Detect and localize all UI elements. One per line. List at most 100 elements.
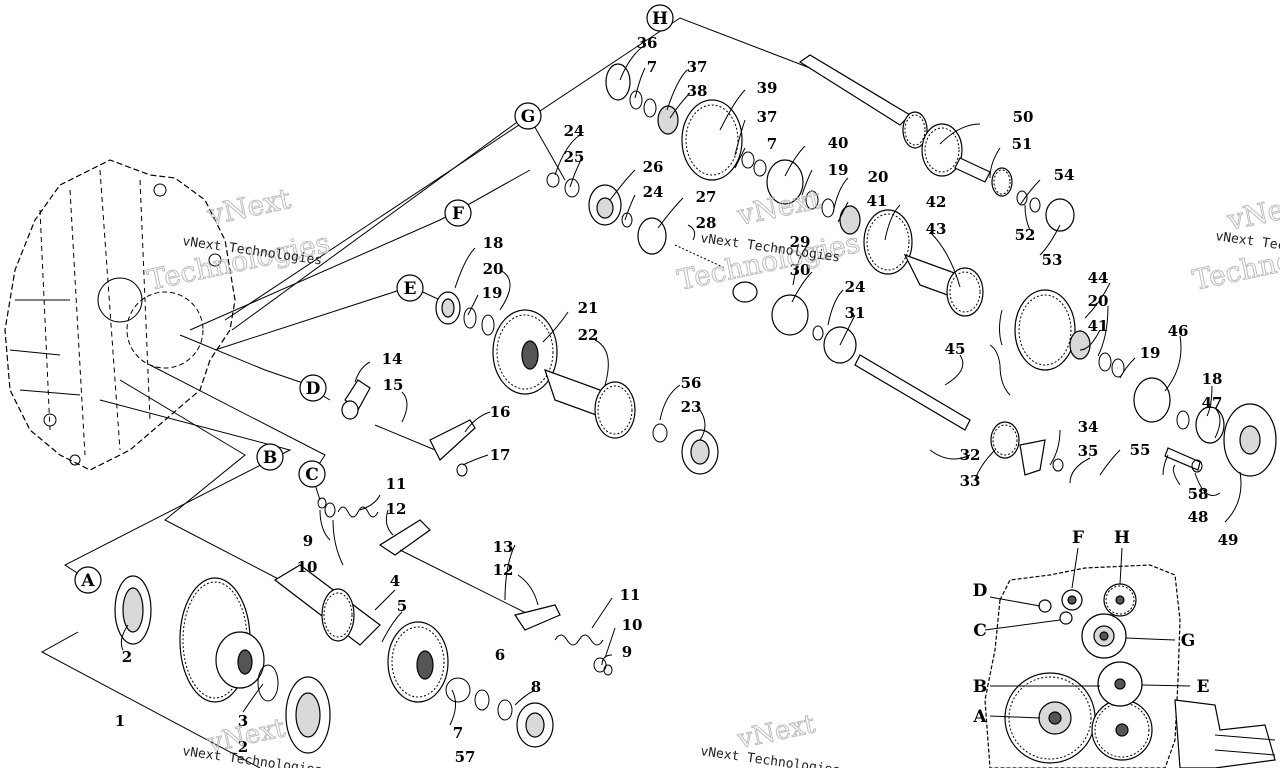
- part-number-13: 13: [493, 538, 514, 556]
- part-number-43: 43: [926, 220, 947, 238]
- part-number-25: 25: [564, 148, 585, 166]
- inset-letter-g: G: [1181, 631, 1196, 651]
- part-number-52: 52: [1015, 226, 1036, 244]
- part-number-51: 51: [1012, 135, 1033, 153]
- shaft-h-assembly: [798, 54, 1075, 232]
- shaft-letter-e: E: [396, 274, 424, 302]
- part-number-19: 19: [828, 161, 849, 179]
- shaft-letter-d: D: [299, 374, 327, 402]
- shaft-e-assembly: [435, 291, 719, 475]
- shaft-letter-h: H: [646, 4, 674, 32]
- svg-text:E: E: [404, 279, 417, 299]
- shaft-b-assembly: [273, 564, 554, 748]
- inset-letter-a: A: [972, 707, 987, 727]
- part-number-7: 7: [647, 58, 657, 76]
- part-number-9: 9: [303, 532, 313, 550]
- part-number-47: 47: [1202, 394, 1223, 412]
- part-number-56: 56: [681, 374, 702, 392]
- part-number-33: 33: [960, 472, 981, 490]
- part-number-54: 54: [1054, 166, 1075, 184]
- part-number-26: 26: [643, 158, 664, 176]
- inset-housing-view: [984, 547, 1276, 768]
- part-number-31: 31: [845, 304, 866, 322]
- shaft-letter-b: B: [256, 443, 284, 471]
- shaft-a-assembly: [114, 575, 331, 754]
- part-number-57: 57: [455, 748, 476, 766]
- part-number-28: 28: [696, 214, 717, 232]
- part-number-6: 6: [495, 646, 505, 664]
- shaft-letter-g: G: [514, 102, 542, 130]
- inset-letter-f: F: [1072, 528, 1084, 548]
- part-number-55: 55: [1130, 441, 1151, 459]
- part-number-2: 2: [122, 648, 132, 666]
- part-number-34: 34: [1078, 418, 1099, 436]
- part-number-19: 19: [482, 284, 503, 302]
- watermark-brand: vNext: [1224, 187, 1280, 237]
- part-number-38: 38: [687, 82, 708, 100]
- part-number-39: 39: [757, 79, 778, 97]
- part-number-24: 24: [564, 122, 585, 140]
- part-number-4: 4: [390, 572, 400, 590]
- part-number-9: 9: [622, 643, 632, 661]
- part-number-36: 36: [637, 34, 658, 52]
- part-number-leaders: [120, 44, 1242, 726]
- part-number-3: 3: [238, 712, 248, 730]
- svg-text:F: F: [452, 204, 464, 224]
- part-number-2: 2: [238, 738, 248, 756]
- part-number-37: 37: [687, 58, 708, 76]
- part-number-7: 7: [453, 724, 463, 742]
- inset-letter-b: B: [973, 677, 987, 697]
- part-number-42: 42: [926, 193, 947, 211]
- part-number-37: 37: [757, 108, 778, 126]
- part-number-5: 5: [397, 597, 407, 615]
- inset-letter-e: E: [1197, 677, 1210, 697]
- shaft-f-assembly: [546, 172, 1064, 476]
- part-number-20: 20: [1088, 292, 1109, 310]
- inset-letters: F H D C G B E A: [972, 528, 1209, 727]
- part-number-29: 29: [790, 233, 811, 251]
- part-number-17: 17: [490, 446, 511, 464]
- part-number-12: 12: [386, 500, 407, 518]
- part-number-11: 11: [620, 586, 641, 604]
- inset-letter-c: C: [973, 621, 987, 641]
- part-number-15: 15: [383, 376, 404, 394]
- part-number-45: 45: [945, 340, 966, 358]
- part-number-20: 20: [868, 168, 889, 186]
- part-number-50: 50: [1013, 108, 1034, 126]
- watermark-brand: vNext: [734, 182, 825, 232]
- shaft-letter-f: F: [444, 199, 472, 227]
- svg-text:G: G: [521, 107, 536, 127]
- part-number-32: 32: [960, 446, 981, 464]
- part-number-labels: 1 2 2 3 4 5 6 7 8 57 9 10 11 12 13 12 11…: [115, 34, 1239, 766]
- part-number-46: 46: [1168, 322, 1189, 340]
- shaft-letter-callouts: A B C D E F G H: [74, 4, 674, 594]
- part-number-27: 27: [696, 188, 717, 206]
- shaft-g-assembly: [605, 63, 1277, 477]
- part-number-23: 23: [681, 398, 702, 416]
- part-number-53: 53: [1042, 251, 1063, 269]
- part-number-35: 35: [1078, 442, 1099, 460]
- part-number-19: 19: [1140, 344, 1161, 362]
- part-number-21: 21: [578, 299, 599, 317]
- shaft-d-assembly: [341, 379, 476, 477]
- lower-right-fasteners: [1164, 447, 1203, 473]
- shaft-letter-c: C: [298, 460, 326, 488]
- shaft-c-assembly: [317, 497, 613, 676]
- svg-text:D: D: [306, 379, 321, 399]
- part-number-41: 41: [867, 192, 888, 210]
- part-number-44: 44: [1088, 269, 1109, 287]
- part-number-12: 12: [493, 561, 514, 579]
- svg-text:H: H: [652, 9, 668, 29]
- part-number-22: 22: [578, 326, 599, 344]
- inset-letter-d: D: [973, 581, 988, 601]
- svg-text:C: C: [305, 465, 319, 485]
- inset-letter-h: H: [1114, 528, 1130, 548]
- part-number-49: 49: [1218, 531, 1239, 549]
- shaft-letter-a: A: [74, 566, 102, 594]
- part-number-16: 16: [490, 403, 511, 421]
- part-number-48: 48: [1188, 508, 1209, 526]
- part-number-24: 24: [845, 278, 866, 296]
- watermark-brand: vNext: [734, 709, 818, 755]
- part-number-14: 14: [382, 350, 403, 368]
